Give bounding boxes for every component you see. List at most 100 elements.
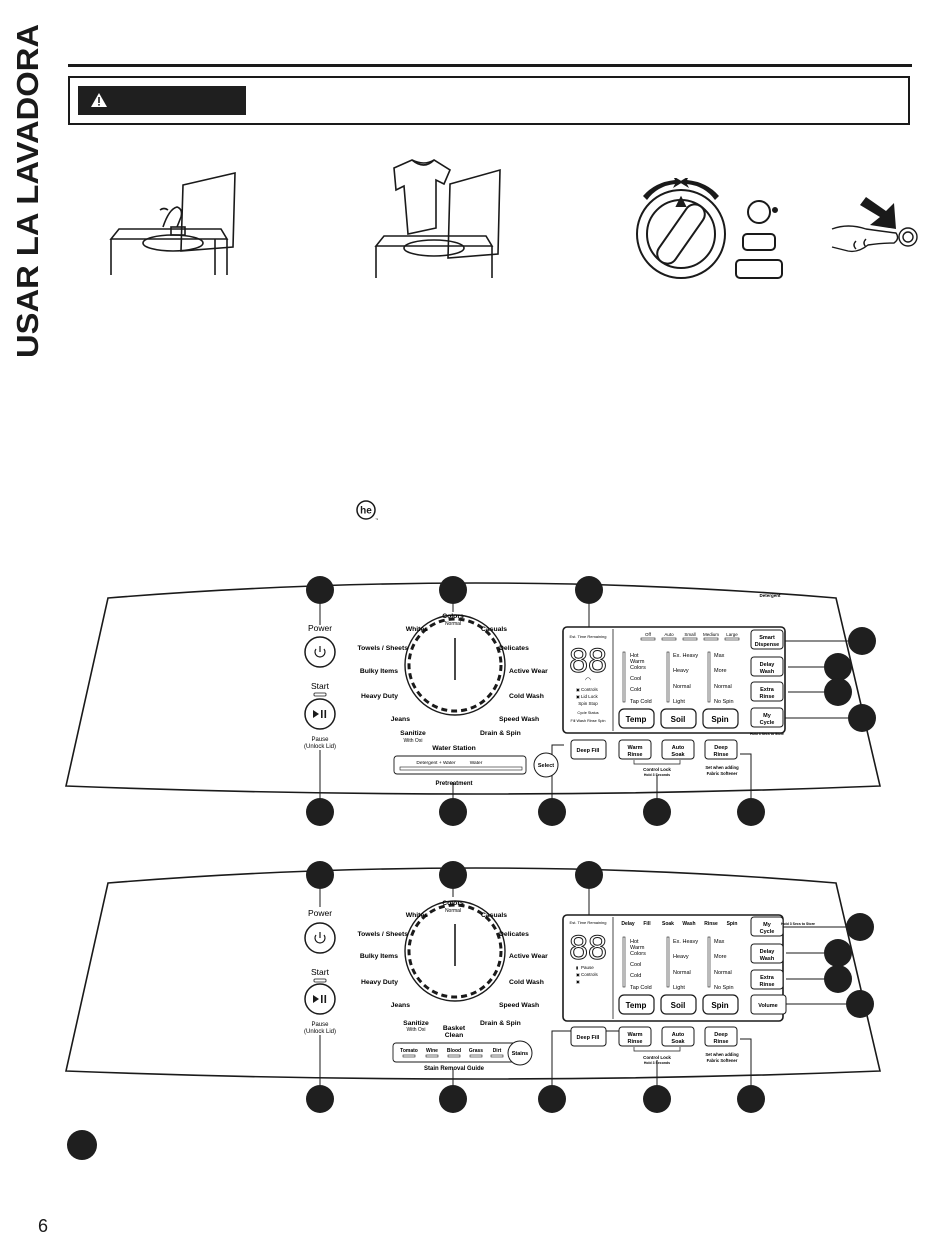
svg-text:™: ™: [375, 517, 378, 522]
stain-tomato: Tomato: [400, 1048, 418, 1054]
cycle-cold-wash: Cold Wash: [509, 979, 544, 986]
time-display: 88: [569, 642, 607, 680]
callout-marker: [848, 627, 876, 655]
wifi-icon: ◠: [585, 677, 591, 684]
start-label: Start: [311, 967, 330, 977]
select-button[interactable]: Select: [533, 752, 559, 778]
svg-text:Rinse: Rinse: [760, 694, 775, 700]
svg-text:Soak: Soak: [671, 1039, 685, 1045]
cycle-active: Active Wear: [509, 953, 548, 960]
cycle-sanitize: Sanitize: [400, 730, 426, 737]
soil-button[interactable]: Soil: [660, 994, 697, 1015]
cycle-whites: Whites: [406, 626, 428, 633]
cycle-heavy: Heavy Duty: [361, 979, 398, 986]
detergent-level-small: Small: [684, 632, 695, 637]
play-pause-icon: [313, 710, 327, 718]
spin-button[interactable]: Spin: [702, 994, 739, 1015]
callout-marker: [306, 861, 334, 889]
spin-button[interactable]: Spin: [702, 708, 739, 729]
temp-tap-cold: Tap Cold: [630, 699, 652, 705]
callout-marker: [306, 798, 334, 826]
phase-rinse: Rinse: [704, 921, 718, 927]
svg-text:Dispense: Dispense: [755, 642, 779, 648]
set-when-adding-label: Set when adding: [705, 1052, 739, 1057]
detergent-water-label: Detergent + Water: [416, 760, 456, 766]
soil-button[interactable]: Soil: [660, 708, 697, 729]
cycle-casuals: Casuals: [481, 626, 507, 633]
stains-button[interactable]: Stains: [507, 1040, 533, 1066]
callout-marker: [824, 965, 852, 993]
power-button[interactable]: [304, 636, 336, 668]
cycle-dial[interactable]: [404, 900, 506, 1002]
svg-text:Rinse: Rinse: [714, 1039, 729, 1045]
cycle-clean: Clean: [445, 1032, 464, 1039]
cycle-jeans: Jeans: [391, 716, 410, 723]
cycle-speed: Speed Wash: [499, 716, 539, 723]
fabric-softener-label: Fabric Softener: [707, 1058, 738, 1063]
svg-text:Deep Fill: Deep Fill: [577, 748, 600, 754]
spin-no-spin: No Spin: [714, 699, 734, 705]
stain-wine: Wine: [426, 1048, 438, 1054]
soil-light: Light: [673, 985, 685, 991]
svg-text:▣: ▣: [576, 972, 580, 977]
status-pause: Pause: [581, 965, 594, 970]
warning-box: [68, 76, 910, 125]
cycle-active: Active Wear: [509, 668, 548, 675]
callout-marker: [439, 861, 467, 889]
deep-fill-button[interactable]: Deep Fill: [570, 739, 607, 760]
temp-warm: Warm: [630, 945, 645, 951]
legend-callout-marker: [67, 1130, 97, 1160]
svg-text:Warm: Warm: [627, 745, 642, 751]
svg-text:Temp: Temp: [626, 1001, 647, 1010]
cycle-dial[interactable]: [404, 614, 506, 716]
svg-text:My: My: [763, 713, 772, 719]
phase-wash: Wash: [682, 921, 695, 927]
warning-banner: [78, 86, 246, 115]
temp-tap-cold: Tap Cold: [630, 985, 652, 991]
cycle-drain: Drain & Spin: [480, 1020, 521, 1027]
temp-warm: Warm: [630, 659, 645, 665]
temp-colors: Colors: [630, 665, 646, 671]
washer-shirt-illustration: [374, 159, 501, 278]
svg-text:Soak: Soak: [671, 752, 685, 758]
power-label: Power: [308, 623, 332, 633]
washer-detergent-illustration: [109, 171, 236, 275]
water-station-slider[interactable]: Detergent + Water Water: [393, 755, 527, 775]
volume-button[interactable]: Volume: [750, 994, 787, 1015]
svg-text:Cycle: Cycle: [760, 720, 775, 726]
spin-max: Max: [714, 939, 725, 945]
stain-guide-label: Stain Removal Guide: [424, 1066, 485, 1072]
temp-button[interactable]: Temp: [618, 994, 655, 1015]
svg-text:Rinse: Rinse: [760, 982, 775, 988]
stain-dirt: Dirt: [493, 1048, 502, 1054]
temp-button[interactable]: Temp: [618, 708, 655, 729]
cycle-status-label: Cycle Status: [577, 711, 598, 715]
detergent-level-medium: Medium: [703, 632, 719, 637]
power-button[interactable]: [304, 922, 336, 954]
spin-max: Max: [714, 653, 725, 659]
svg-text:Auto: Auto: [672, 1032, 685, 1038]
deep-fill-button[interactable]: Deep Fill: [570, 1026, 607, 1047]
svg-text:Deep Fill: Deep Fill: [577, 1035, 600, 1041]
start-pause-button[interactable]: [304, 983, 336, 1015]
callout-marker: [737, 1085, 765, 1113]
cycle-speed: Speed Wash: [499, 1002, 539, 1009]
est-time-label: Est. Time Remaining: [570, 920, 607, 925]
svg-text:Wash: Wash: [760, 956, 775, 962]
start-pause-button[interactable]: [304, 698, 336, 730]
temp-hot: Hot: [630, 939, 639, 945]
cycle-phases: Fill Wash Rinse Spin: [571, 719, 606, 723]
